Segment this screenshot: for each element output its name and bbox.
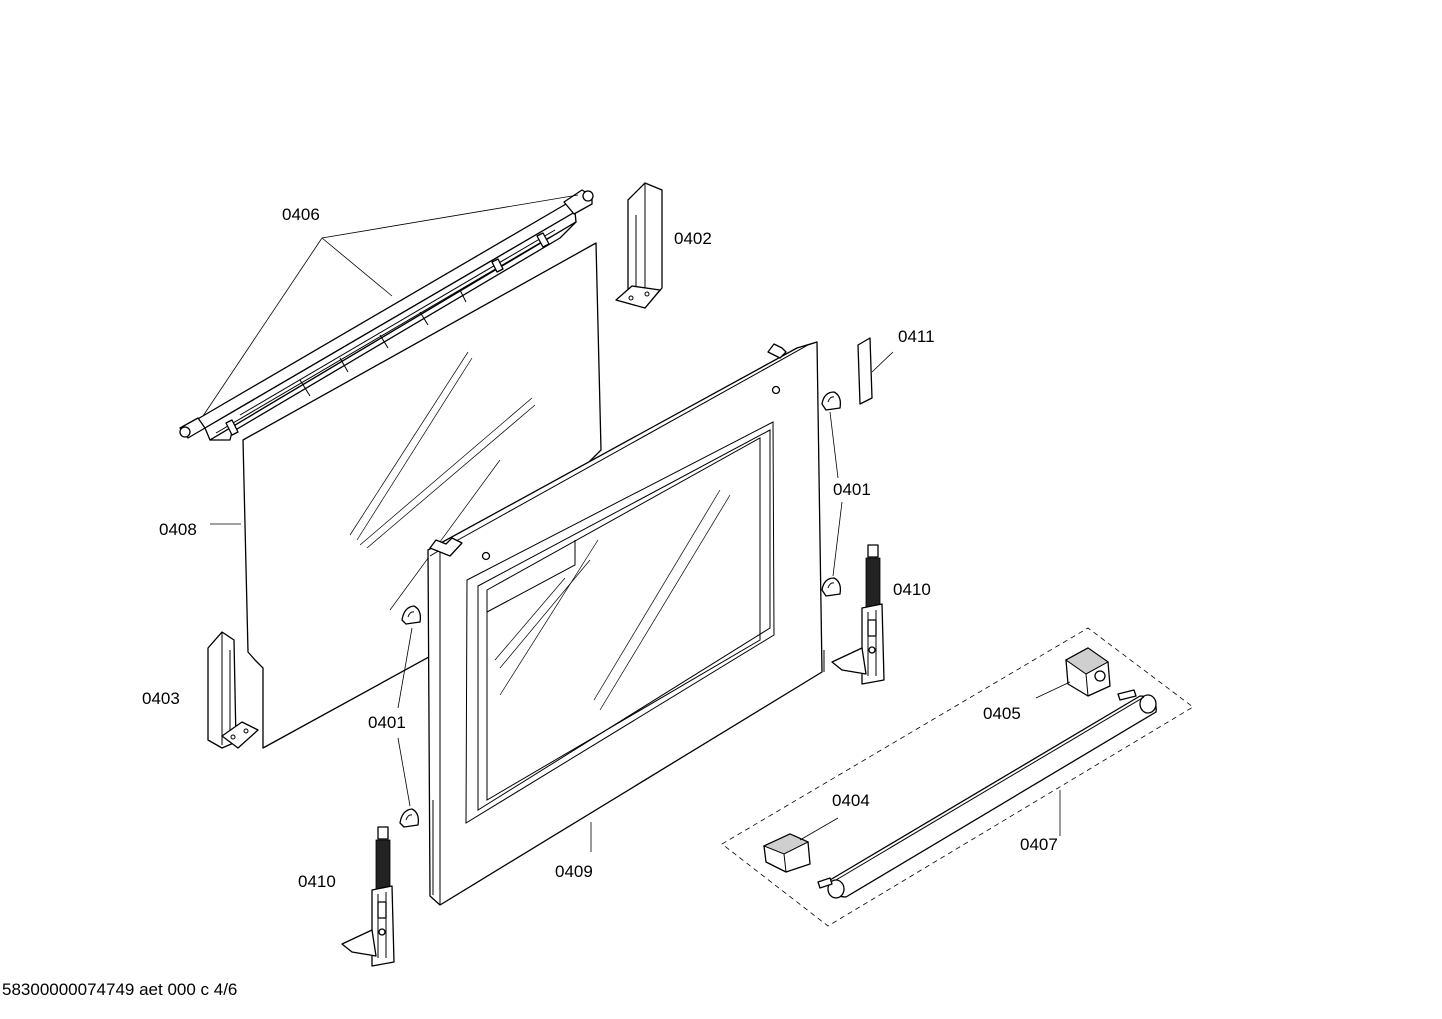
drawing-reference-code: 58300000074749 aet 000 c 4/6 [2,980,238,999]
label-0410-right: 0410 [893,580,931,599]
handle-assembly-group [721,627,1194,927]
part-clip-upper-left [401,605,422,625]
label-0402: 0402 [674,229,712,248]
part-handle-end-cap-left [762,833,811,873]
part-hinge-left [341,826,395,967]
label-0401-right: 0401 [833,480,871,499]
part-small-strip [857,337,873,405]
label-0403: 0403 [142,689,180,708]
label-0405: 0405 [983,704,1021,723]
part-right-side-bracket [615,182,663,309]
part-inner-glass-pane [242,242,603,749]
leader-lines [202,194,1071,852]
part-clip-lower-right [821,577,842,597]
label-0409: 0409 [555,862,593,881]
part-outer-door-panel [427,341,825,906]
part-clip-upper-right [821,391,842,411]
part-left-side-bracket [207,631,259,749]
label-0408: 0408 [159,520,197,539]
part-handle-bar [817,689,1157,899]
label-0411: 0411 [898,327,935,346]
part-hinge-right [831,544,885,685]
label-0404: 0404 [832,791,870,810]
label-0406: 0406 [282,205,320,224]
label-0407: 0407 [1020,835,1058,854]
part-handle-end-cap-right [1065,647,1111,697]
label-0410-left: 0410 [298,872,336,891]
part-clip-lower-left [399,808,420,828]
part-top-rail [179,189,594,441]
label-0401-left: 0401 [368,713,406,732]
